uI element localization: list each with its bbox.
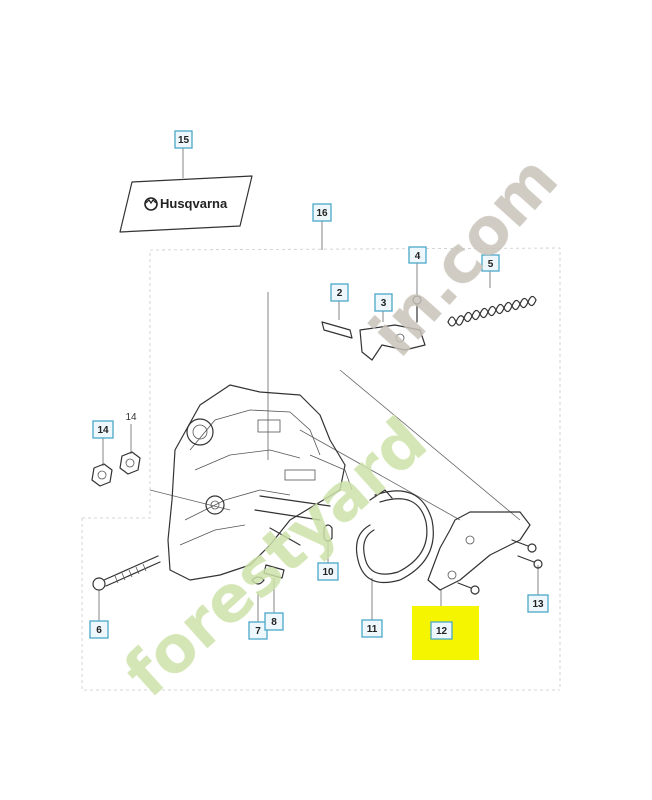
svg-text:12: 12 [436, 626, 448, 637]
svg-text:6: 6 [96, 625, 102, 636]
nut-part-14-a [91, 463, 113, 487]
callout-11: 11 [361, 619, 383, 638]
svg-text:11: 11 [367, 624, 378, 635]
callout-4: 4 [408, 246, 427, 264]
callout-3: 3 [374, 293, 393, 312]
pin-part-2 [321, 321, 353, 339]
watermark-grey: in.com [357, 143, 573, 371]
svg-text:16: 16 [316, 208, 328, 219]
bushing-part-10 [323, 524, 333, 542]
callout-10: 10 [317, 562, 339, 581]
watermark: forestyard in.com [111, 143, 573, 712]
lever-part-3 [359, 324, 426, 361]
husqvarna-logo-text: Husqvarna [160, 196, 228, 211]
spring-part-5 [447, 295, 537, 327]
husqvarna-decal: Husqvarna [119, 175, 253, 233]
spring-part-7 [251, 576, 265, 585]
svg-text:2: 2 [337, 288, 343, 299]
svg-text:15: 15 [178, 135, 190, 146]
washer-part-8 [263, 564, 285, 579]
callout-5: 5 [481, 254, 500, 272]
svg-text:13: 13 [532, 599, 544, 610]
chain-brake-cover [167, 384, 353, 581]
husqvarna-crown-icon [144, 197, 158, 211]
label-14-plain: 14 [125, 412, 137, 423]
cover-plate-part-12 [427, 511, 531, 591]
assembly-frame [81, 247, 561, 691]
callout-16: 16 [312, 203, 332, 222]
nut-part-14-b [119, 451, 141, 475]
callout-14: 14 [92, 420, 114, 439]
svg-text:5: 5 [488, 259, 494, 270]
callout-12: 12 [430, 621, 453, 640]
svg-text:14: 14 [97, 425, 109, 436]
svg-text:8: 8 [271, 617, 277, 628]
callout-13: 13 [527, 594, 549, 613]
callout-2: 2 [330, 283, 349, 302]
callout-15: 15 [174, 130, 193, 149]
svg-text:3: 3 [381, 298, 387, 309]
callout-8: 8 [264, 612, 284, 631]
svg-text:4: 4 [415, 251, 421, 262]
svg-text:10: 10 [322, 567, 334, 578]
brake-band-part-11 [355, 489, 434, 584]
screws-part-13 [457, 539, 543, 595]
leader-lines [98, 148, 539, 622]
svg-text:7: 7 [255, 626, 261, 637]
watermark-green: forestyard [111, 404, 441, 712]
callout-6: 6 [89, 620, 109, 639]
bolt-part-6 [92, 555, 161, 591]
screw-part-4 [412, 295, 422, 323]
